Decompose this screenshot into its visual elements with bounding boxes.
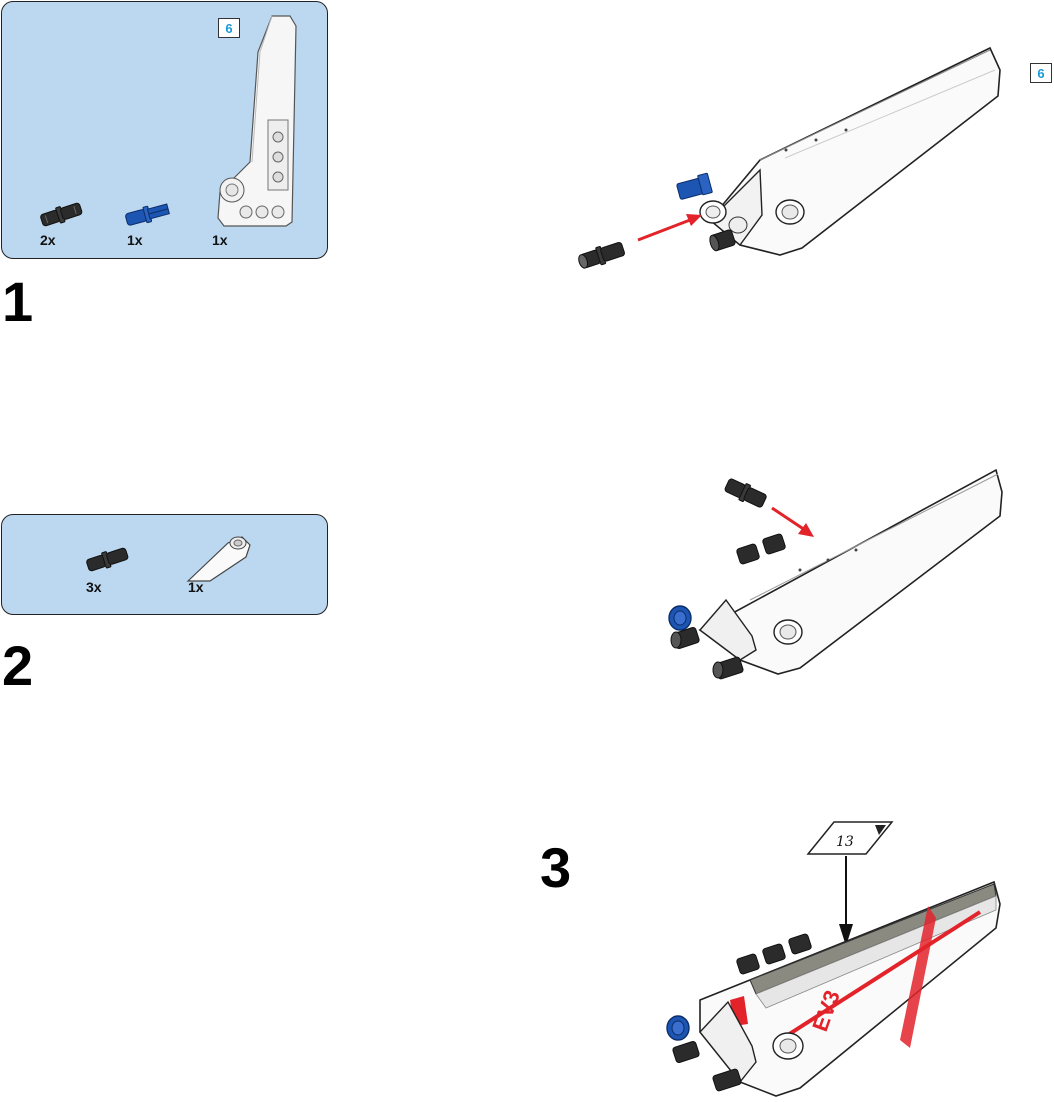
black-friction-pin-icon xyxy=(712,656,744,680)
black-friction-pin-icon xyxy=(724,478,767,508)
white-panel-beam-icon xyxy=(217,15,297,227)
sticker-callout: 13 xyxy=(806,821,894,855)
step3-model-illustration: 13 EV3 xyxy=(666,821,1001,1097)
step2-part2-qty: 1x xyxy=(188,579,204,595)
step1-part1-qty: 2x xyxy=(40,232,56,248)
black-friction-pin-icon xyxy=(40,202,83,227)
step2-parts-box: 3x 1x xyxy=(1,514,328,615)
step1-part3-qty: 1x xyxy=(212,232,228,248)
black-friction-pin-icon xyxy=(670,626,700,650)
assembly-arrow-icon xyxy=(637,214,702,242)
step1-parts-box: 6 2x 1x 1x xyxy=(1,1,328,259)
step1-model-length-badge: 6 xyxy=(1030,63,1052,83)
step1-model-illustration xyxy=(578,46,1001,269)
black-friction-pin-icon xyxy=(86,547,129,572)
step2-part1-qty: 3x xyxy=(86,579,102,595)
sticker-number: 13 xyxy=(836,834,854,850)
assembly-arrow-icon xyxy=(771,506,814,537)
step1-part2-qty: 1x xyxy=(127,232,143,248)
blue-axle-pin-icon xyxy=(676,172,713,200)
black-friction-pin-icon xyxy=(709,229,736,252)
step1-parts-length-badge: 6 xyxy=(218,18,240,38)
step2-number: 2 xyxy=(2,634,34,697)
step2-model-illustration xyxy=(668,468,1003,680)
step1-number: 1 xyxy=(2,270,34,333)
blue-axle-pin-icon xyxy=(125,203,170,226)
black-friction-pin-icon xyxy=(672,933,812,1092)
white-curved-panel-icon xyxy=(186,536,251,582)
black-friction-pin-icon xyxy=(736,533,786,565)
step3-number: 3 xyxy=(540,836,572,899)
black-friction-pin-icon xyxy=(578,241,625,269)
